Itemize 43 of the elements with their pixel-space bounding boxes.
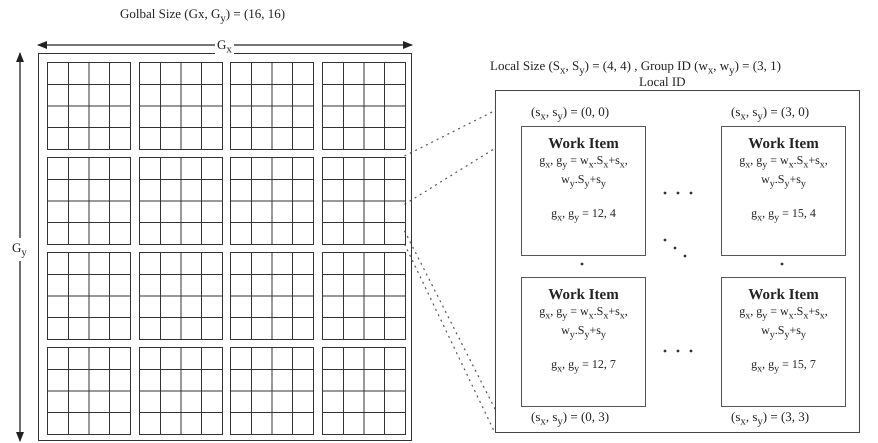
formula-text: g$_{x}$, g$_{y}$ = w$_{x}$.S$_{x}$+s$_{x}$, w$_{y}$.S$_{y}$+s$_{y}$ (738, 153, 829, 192)
work-group-grid (322, 62, 406, 150)
work-group-grid (47, 347, 131, 435)
formula-text: g$_{x}$, g$_{y}$ = 15, 4 (750, 206, 817, 226)
work-group-grid (138, 157, 222, 245)
formula-text: g$_{x}$, g$_{y}$ = 12, 7 (550, 356, 617, 376)
work-group-grid (47, 252, 131, 340)
work-item-title: Work Item (747, 286, 820, 304)
local-id-label: (s$_{x}$, s$_{y}$) = (0, 3) (531, 409, 610, 428)
zoom-guide-line (404, 148, 496, 205)
work-group-grid (322, 347, 406, 435)
formula-text: g$_{x}$, g$_{y}$ = 15, 7 (750, 356, 817, 376)
work-group-grid (322, 157, 406, 245)
dimension-label: G$_{y}$ (12, 238, 27, 261)
formula-text: g$_{x}$, g$_{y}$ = w$_{x}$.S$_{x}$+s$_{x}$, w$_{y}$.S$_{y}$+s$_{y}$ (738, 304, 829, 343)
work-item-title: Work Item (547, 286, 620, 304)
work-group-grid (322, 252, 406, 340)
local-id-label: (s$_{x}$, s$_{y}$) = (3, 0) (731, 104, 810, 123)
work-item-box (521, 126, 646, 256)
local-id-label: (s$_{x}$, s$_{y}$) = (3, 3) (731, 409, 810, 428)
work-group-grid (138, 252, 222, 340)
work-group-grid (230, 252, 314, 340)
work-group-grid (47, 62, 131, 150)
global-grid-frame (38, 53, 412, 441)
local-id-label: (s$_{x}$, s$_{y}$) = (0, 0) (531, 104, 610, 123)
formula-text: g$_{x}$, g$_{y}$ = 12, 4 (550, 206, 617, 226)
work-item-box (721, 277, 846, 407)
work-item-title: Work Item (747, 135, 820, 153)
work-group-grid (47, 157, 131, 245)
group-heading: Local Size (S$_{x}$, S$_{y}$) = (4, 4) , Group ID (w$_{x}$, w$_{y}$) = (3, 1) (490, 58, 781, 77)
formula-text: g$_{x}$, g$_{y}$ = w$_{x}$.S$_{x}$+s$_{x}$, w$_{y}$.S$_{y}$+s$_{y}$ (538, 153, 629, 192)
global-size-label: Golbal Size (Gx, G$_{y}$) = (16, 16) (120, 6, 286, 25)
work-group-grid (230, 62, 314, 150)
work-group-grid (138, 347, 222, 435)
work-group-grid (230, 157, 314, 245)
work-item-title: Work Item (547, 135, 620, 153)
work-group-grid (138, 62, 222, 150)
formula-text: g$_{x}$, g$_{y}$ = w$_{x}$.S$_{x}$+s$_{x}$, w$_{y}$.S$_{y}$+s$_{y}$ (538, 304, 629, 343)
work-item-box (721, 126, 846, 256)
dimension-label: G$_{x}$ (215, 37, 234, 56)
work-item-box (521, 277, 646, 407)
zoom-guide-line (404, 230, 496, 410)
work-group-grid (230, 347, 314, 435)
